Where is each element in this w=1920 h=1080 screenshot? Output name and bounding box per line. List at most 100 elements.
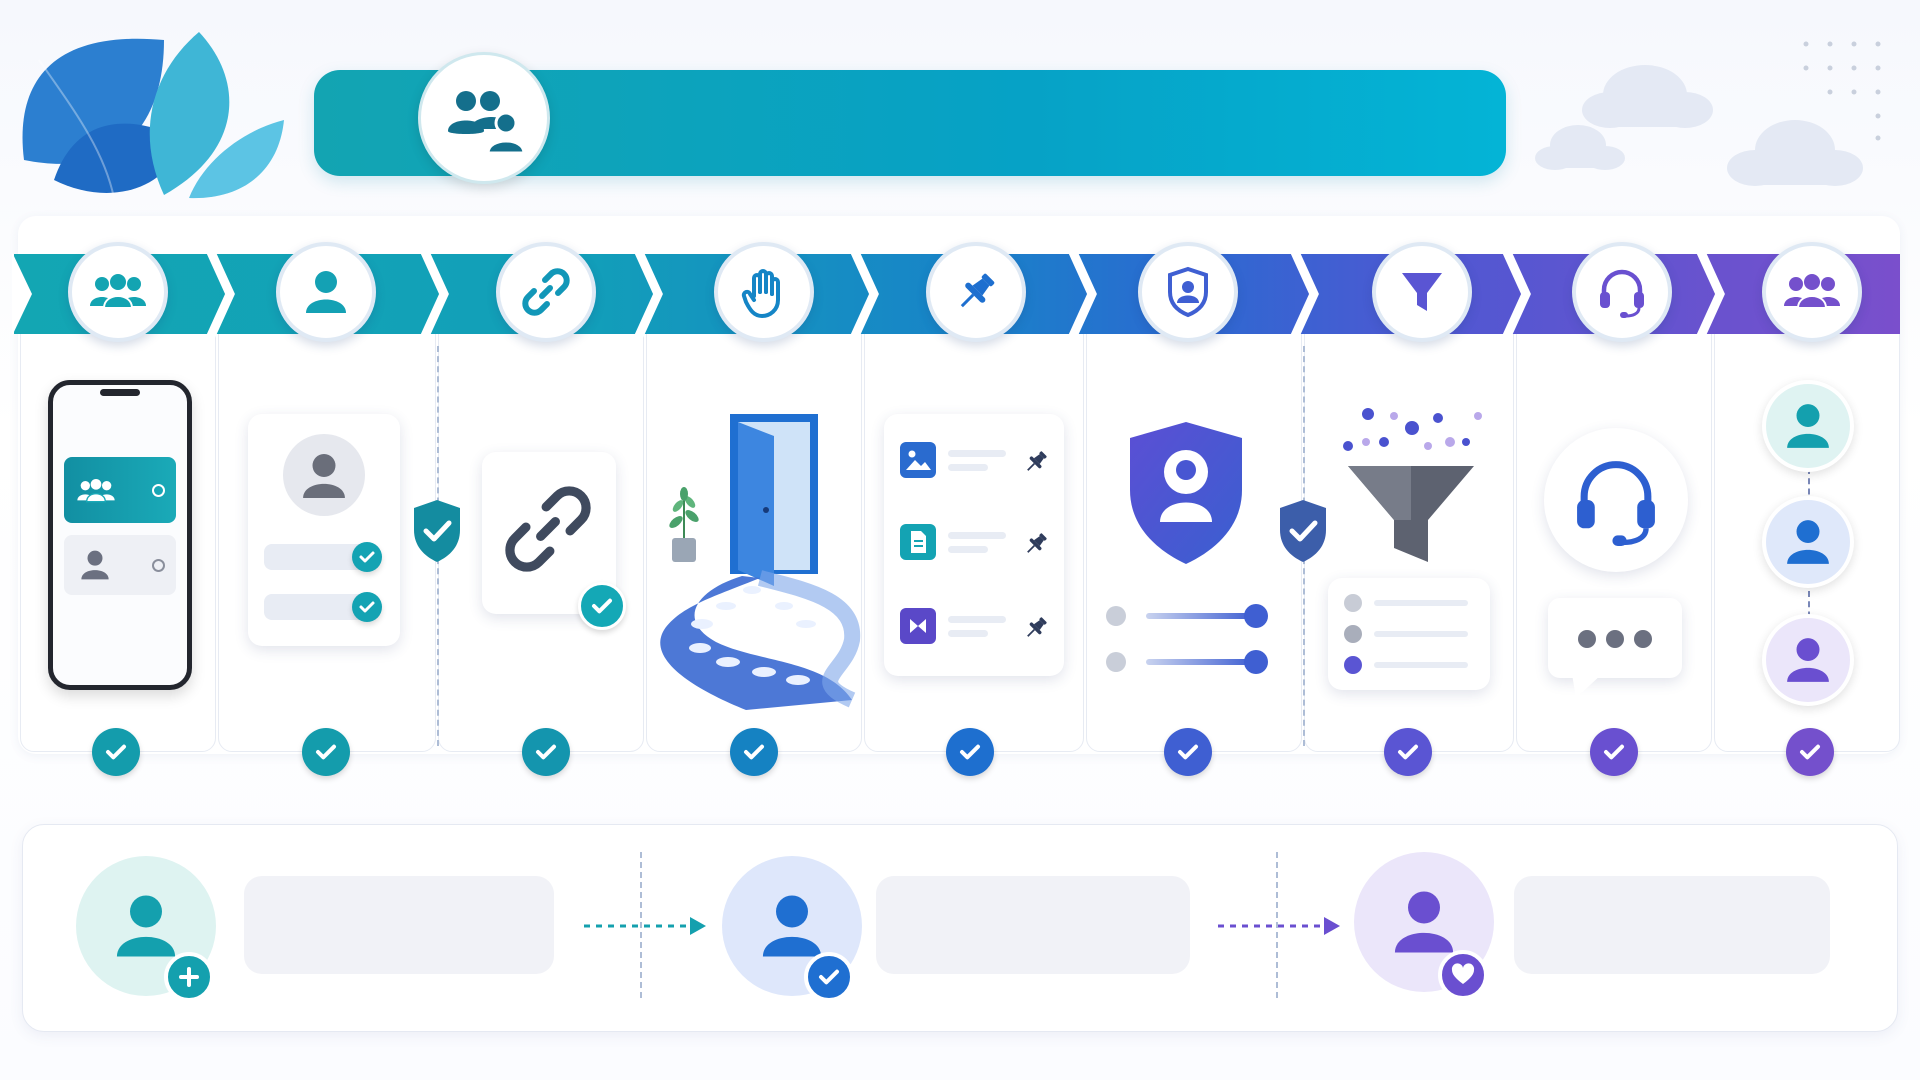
result-bullet bbox=[1344, 625, 1362, 643]
pinned-list-card bbox=[884, 414, 1064, 676]
typing-dot bbox=[1606, 630, 1624, 648]
stage-check-7 bbox=[1384, 728, 1432, 776]
user-icon bbox=[303, 454, 345, 498]
support-avatar bbox=[1544, 428, 1688, 572]
pin-icon[interactable] bbox=[1022, 614, 1050, 642]
typing-dot bbox=[1578, 630, 1596, 648]
stage-icon-4 bbox=[714, 242, 814, 342]
document-icon bbox=[900, 524, 936, 560]
link-icon bbox=[522, 268, 570, 316]
avatar bbox=[283, 434, 365, 516]
chat-bubble bbox=[1548, 598, 1682, 698]
users-group-icon bbox=[77, 479, 115, 503]
slider-track bbox=[1146, 659, 1254, 665]
heart-icon bbox=[1438, 950, 1488, 1000]
pinned-line bbox=[948, 532, 1006, 539]
slider-thumb[interactable] bbox=[1244, 604, 1268, 628]
pinned-line bbox=[948, 546, 988, 553]
stage-check-8 bbox=[1590, 728, 1638, 776]
stage-icon-7 bbox=[1372, 242, 1472, 342]
stage-column-6 bbox=[1086, 330, 1302, 752]
user-icon bbox=[1787, 638, 1829, 682]
pinned-item bbox=[900, 442, 1050, 482]
user-icon bbox=[81, 550, 109, 580]
phone-card bbox=[64, 535, 176, 595]
pin-icon[interactable] bbox=[1022, 448, 1050, 476]
leaf-decoration bbox=[22, 32, 284, 199]
plus-icon bbox=[164, 952, 214, 1002]
user-add-icon bbox=[116, 895, 176, 957]
journey-step-text bbox=[244, 876, 554, 974]
radio-toggle[interactable] bbox=[152, 484, 165, 497]
stage-check-2 bbox=[302, 728, 350, 776]
phone-illustration bbox=[48, 380, 192, 690]
avatar bbox=[1762, 380, 1854, 472]
check-icon bbox=[804, 952, 854, 1002]
user-icon bbox=[306, 271, 346, 313]
pinned-line bbox=[948, 616, 1006, 623]
radio-toggle[interactable] bbox=[152, 559, 165, 572]
pin-icon[interactable] bbox=[1022, 530, 1050, 558]
stage-icon-6 bbox=[1138, 242, 1238, 342]
header-badge bbox=[418, 52, 550, 184]
stage-check-5 bbox=[946, 728, 994, 776]
link-icon bbox=[505, 486, 591, 572]
slider-knob-muted bbox=[1106, 652, 1126, 672]
slider-knob-muted bbox=[1106, 606, 1126, 626]
stage-icon-2 bbox=[276, 242, 376, 342]
stage-icon-8 bbox=[1572, 242, 1672, 342]
result-line bbox=[1374, 600, 1468, 606]
video-icon bbox=[900, 608, 936, 644]
typing-dot bbox=[1634, 630, 1652, 648]
stage-icon-9 bbox=[1762, 242, 1862, 342]
settings-slider[interactable] bbox=[1106, 650, 1268, 674]
check-icon bbox=[352, 542, 382, 572]
pinned-item bbox=[900, 608, 1050, 648]
pinned-line bbox=[948, 630, 988, 637]
user-icon bbox=[1787, 404, 1829, 448]
phone-card-active bbox=[64, 457, 176, 523]
chat-tail bbox=[1572, 674, 1602, 698]
settings-slider[interactable] bbox=[1106, 604, 1268, 628]
slider-track bbox=[1146, 613, 1254, 619]
filter-icon bbox=[1402, 273, 1442, 311]
headset-icon bbox=[1600, 269, 1644, 318]
stage-check-1 bbox=[92, 728, 140, 776]
filter-results-card bbox=[1328, 578, 1490, 690]
stage-check-6 bbox=[1164, 728, 1212, 776]
people-group-icon bbox=[448, 91, 526, 155]
shield-user-icon bbox=[1124, 416, 1248, 570]
user-verified-icon bbox=[762, 895, 822, 957]
pinned-line bbox=[948, 464, 988, 471]
stage-icon-1 bbox=[68, 242, 168, 342]
stage-icon-3 bbox=[496, 242, 596, 342]
check-icon bbox=[352, 592, 382, 622]
door-path-illustration bbox=[660, 414, 861, 710]
result-bullet bbox=[1344, 656, 1362, 674]
shield-check-icon bbox=[414, 500, 460, 562]
arrow-right-icon bbox=[584, 917, 706, 935]
journey-step-text bbox=[1514, 876, 1830, 974]
users-group-icon bbox=[90, 274, 146, 309]
headset-icon bbox=[1577, 461, 1655, 546]
stage-check-3 bbox=[522, 728, 570, 776]
user-icon bbox=[1787, 520, 1829, 564]
avatar bbox=[1762, 614, 1854, 706]
avatar bbox=[1762, 496, 1854, 588]
stage-check-4 bbox=[730, 728, 778, 776]
funnel-illustration bbox=[1343, 408, 1482, 562]
pin-icon bbox=[960, 273, 995, 308]
pinned-item bbox=[900, 524, 1050, 564]
result-line bbox=[1374, 631, 1468, 637]
slider-thumb[interactable] bbox=[1244, 650, 1268, 674]
profile-card bbox=[248, 414, 400, 646]
shield-user-icon bbox=[1168, 266, 1208, 318]
check-icon bbox=[578, 582, 626, 630]
arrow-right-icon bbox=[1218, 917, 1340, 935]
image-icon bbox=[900, 442, 936, 478]
pinned-line bbox=[948, 450, 1006, 457]
user-favorite-icon bbox=[1394, 891, 1454, 953]
journey-divider bbox=[1276, 852, 1278, 998]
stage-icon-5 bbox=[926, 242, 1026, 342]
result-line bbox=[1374, 662, 1468, 668]
